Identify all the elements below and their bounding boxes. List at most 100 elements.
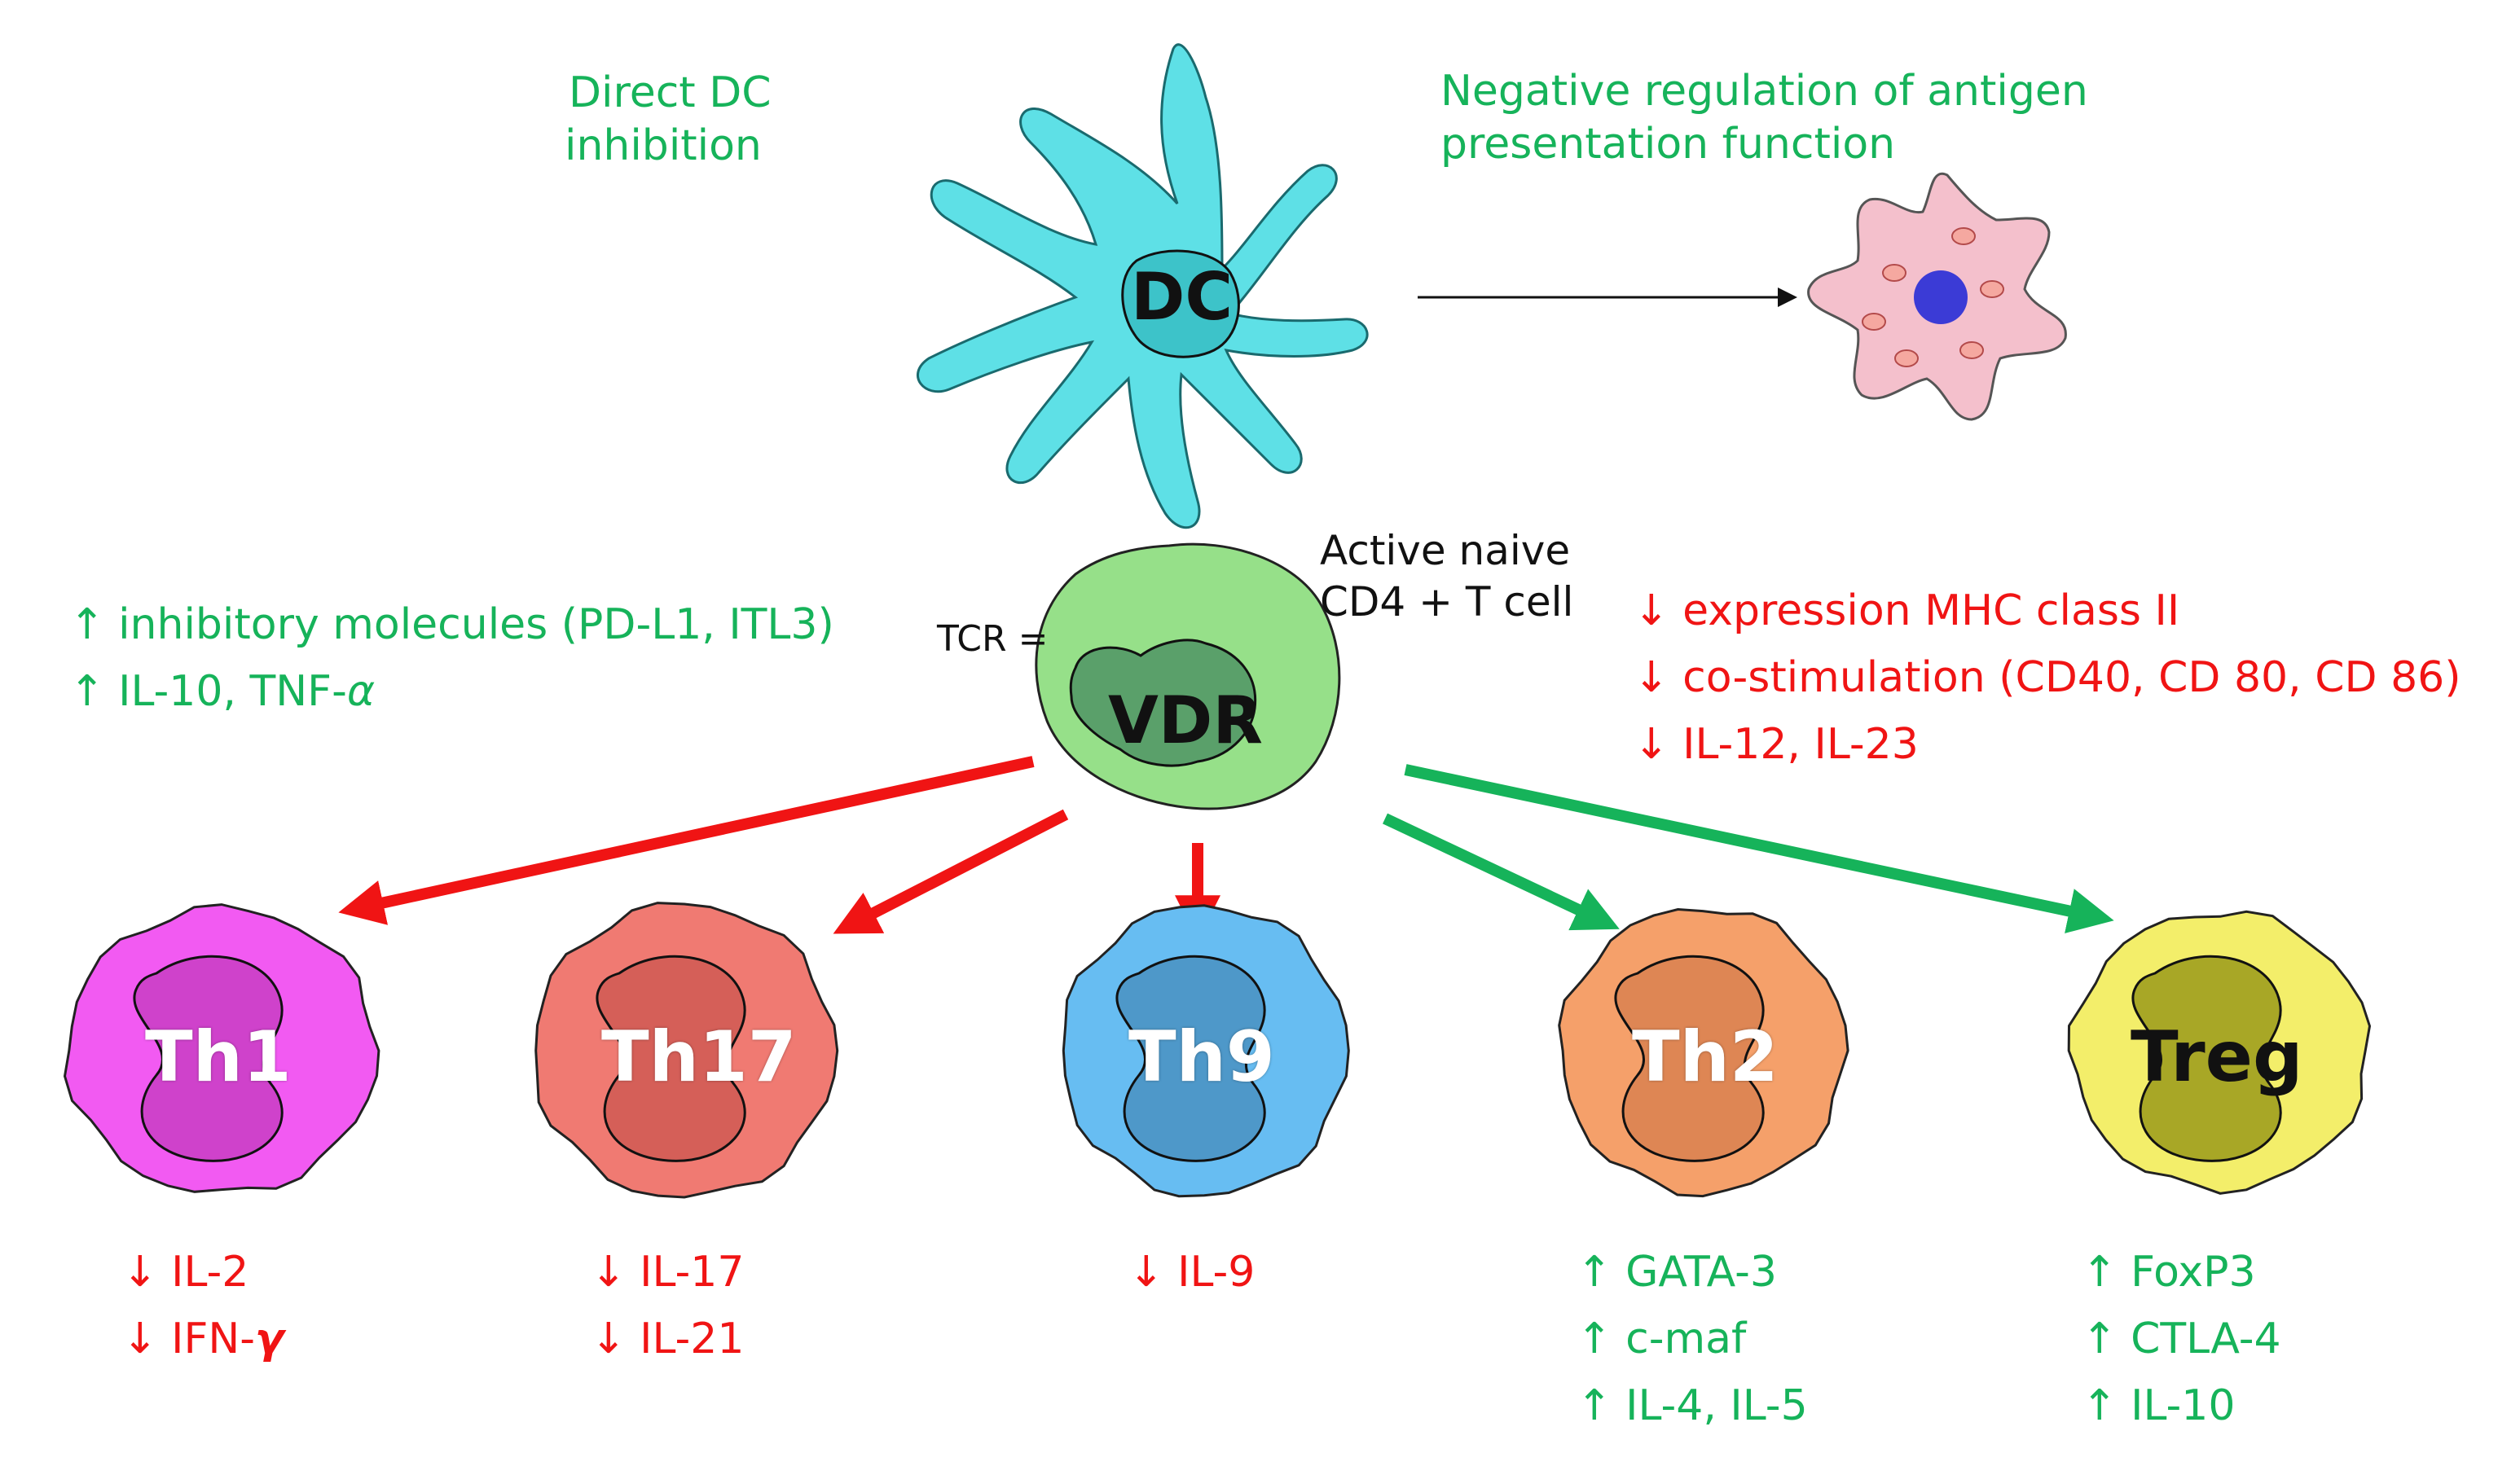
right-effects-list: ↓ expression MHC class II ↓ co-stimulati…: [1634, 585, 2461, 785]
marker-text: IL-17: [640, 1248, 745, 1297]
treg-label: Treg: [2131, 1016, 2303, 1098]
marker-item: ↑ IL-10: [2082, 1380, 2281, 1446]
dc-caption-right-line: presentation function: [1440, 120, 1896, 169]
marker-item: ↓ IL-17: [591, 1246, 744, 1313]
up-arrow-icon: ↑: [1577, 1381, 1612, 1430]
marker-item: ↓ IFN-γ: [122, 1313, 284, 1380]
th17-markers: ↓ IL-17 ↓ IL-21: [591, 1246, 744, 1380]
dc-caption-right-line: Negative regulation of antigen: [1440, 67, 2088, 116]
treg-cell: [2067, 910, 2372, 1195]
marker-item: ↓ IL-21: [591, 1313, 744, 1380]
apc-vesicle: [1959, 341, 1984, 359]
naive-cell-caption: Active naive CD4 + T cell: [1320, 525, 1573, 627]
effect-text: inhibitory molecules (PD-L1, ITL3): [118, 600, 834, 649]
marker-text: IL-2: [171, 1248, 249, 1297]
down-arrow-icon: ↓: [591, 1315, 627, 1363]
down-arrow-icon: ↓: [591, 1248, 627, 1297]
effect-text: expression MHC class II: [1682, 586, 2180, 635]
dc-label: DC: [1131, 259, 1234, 335]
marker-item: ↓ IL-2: [122, 1246, 284, 1313]
up-arrow-icon: ↑: [2082, 1315, 2118, 1363]
up-arrow-icon: ↑: [1577, 1315, 1612, 1363]
effect-item: ↓ IL-12, IL-23: [1634, 718, 2461, 785]
t-cell-subsets: [63, 902, 2372, 1199]
th9-cell: [1062, 904, 1350, 1198]
greek-letter: γ: [255, 1315, 284, 1363]
dc-nucleus: [1121, 249, 1240, 358]
treg-cell-nucleus: [2131, 955, 2282, 1162]
apc-vesicle: [1862, 313, 1886, 331]
marker-item: ↓ IL-9: [1128, 1246, 1255, 1313]
naive-t-cell: [1035, 542, 1341, 810]
effect-text: IL-10, TNF-: [118, 667, 347, 716]
th2-cell: [1558, 907, 1849, 1198]
marker-text: IL-9: [1177, 1248, 1256, 1297]
arrow-to-treg: [1404, 764, 2114, 933]
th9-label: Th9: [1128, 1016, 1275, 1098]
th2-cell-nucleus: [1614, 955, 1765, 1162]
marker-text: IL-4, IL-5: [1625, 1381, 1808, 1430]
marker-item: ↑ c-maf: [1577, 1313, 1808, 1380]
th2-label: Th2: [1632, 1016, 1779, 1098]
marker-text: IL-10: [2131, 1381, 2236, 1430]
apc-vesicle: [1882, 264, 1906, 282]
dc-caption-left-line: Direct DC: [569, 68, 772, 117]
tcr-label: TCR =: [937, 618, 1049, 660]
effect-item: ↓ co-stimulation (CD40, CD 80, CD 86): [1634, 652, 2461, 718]
down-arrow-icon: ↓: [122, 1248, 158, 1297]
up-arrow-icon: ↑: [69, 600, 105, 649]
apc-vesicle: [1951, 227, 1976, 245]
marker-text: IL-21: [640, 1315, 745, 1363]
dc-caption-right: Negative regulation of antigen presentat…: [1440, 65, 2088, 171]
greek-letter: α: [346, 667, 376, 716]
th2-markers: ↑ GATA-3 ↑ c-maf ↑ IL-4, IL-5: [1577, 1246, 1808, 1446]
arrow-to-th17: [833, 809, 1069, 934]
marker-text: c-maf: [1625, 1315, 1747, 1363]
marker-text: GATA-3: [1625, 1248, 1777, 1297]
up-arrow-icon: ↑: [69, 667, 105, 716]
down-arrow-icon: ↓: [1128, 1248, 1164, 1297]
apc-vesicles: [1862, 227, 2004, 367]
marker-text: FoxP3: [2131, 1248, 2256, 1297]
up-arrow-icon: ↑: [2082, 1248, 2118, 1297]
marker-text: IFN-: [171, 1315, 256, 1363]
down-arrow-icon: ↓: [122, 1315, 158, 1363]
vdr-label: VDR: [1108, 683, 1263, 758]
effect-item: ↓ expression MHC class II: [1634, 585, 2461, 652]
th17-label: Th17: [601, 1016, 797, 1098]
arrow-to-th2: [1383, 813, 1620, 931]
th17-cell-nucleus: [596, 955, 746, 1162]
arrow-to-th1: [338, 756, 1035, 925]
up-arrow-icon: ↑: [2082, 1381, 2118, 1430]
dc-caption-left-line: inhibition: [565, 121, 762, 170]
down-arrow-icon: ↓: [1634, 720, 1669, 769]
th1-label: Th1: [145, 1016, 292, 1098]
th1-markers: ↓ IL-2 ↓ IFN-γ: [122, 1246, 284, 1380]
dc-caption-left: Direct DC inhibition: [565, 67, 772, 173]
naive-cell-caption-line: Active naive: [1320, 527, 1571, 574]
th1-cell-nucleus: [133, 955, 284, 1162]
down-arrow-icon: ↓: [1634, 586, 1669, 635]
treg-markers: ↑ FoxP3 ↑ CTLA-4 ↑ IL-10: [2082, 1246, 2281, 1446]
effect-text: IL-12, IL-23: [1682, 720, 1919, 769]
effect-item: ↑ inhibitory molecules (PD-L1, ITL3): [69, 599, 834, 665]
effect-text: co-stimulation (CD40, CD 80, CD 86): [1682, 653, 2461, 702]
up-arrow-icon: ↑: [1577, 1248, 1612, 1297]
th17-cell: [534, 902, 839, 1199]
effect-item: ↑ IL-10, TNF-α: [69, 665, 834, 732]
apc-vesicle: [1894, 349, 1919, 367]
apc-cell: [1807, 172, 2067, 421]
apc-vesicle: [1980, 280, 2004, 298]
naive-cell-caption-line: CD4 + T cell: [1320, 577, 1574, 626]
th9-cell-nucleus: [1115, 955, 1266, 1162]
th9-markers: ↓ IL-9: [1128, 1246, 1255, 1313]
marker-item: ↑ IL-4, IL-5: [1577, 1380, 1808, 1446]
left-effects-list: ↑ inhibitory molecules (PD-L1, ITL3) ↑ I…: [69, 599, 834, 732]
marker-item: ↑ FoxP3: [2082, 1246, 2281, 1313]
marker-item: ↑ GATA-3: [1577, 1246, 1808, 1313]
marker-item: ↑ CTLA-4: [2082, 1313, 2281, 1380]
apc-nucleus: [1914, 270, 1968, 324]
dendritic-cell: [917, 43, 1369, 529]
th1-cell: [63, 903, 380, 1193]
